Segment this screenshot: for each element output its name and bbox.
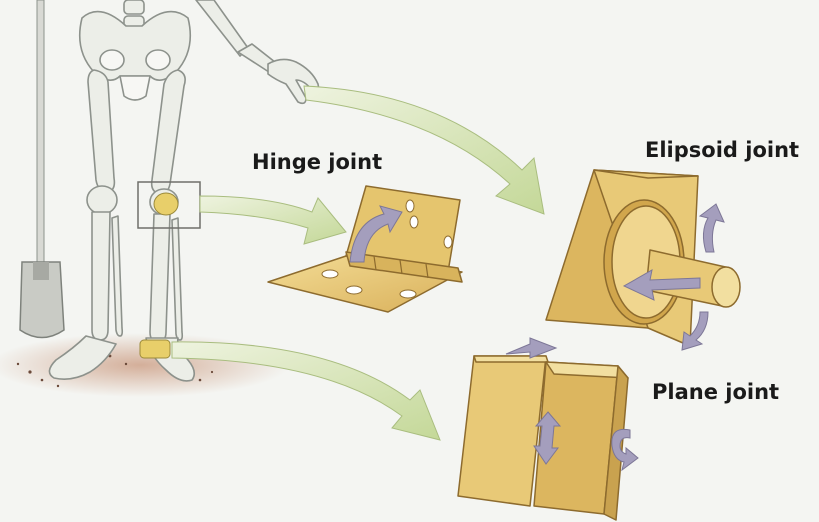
ellipsoid-down-arrow — [681, 311, 709, 351]
ellipsoid-model-icon — [545, 169, 741, 347]
hinge-joint-label: Hinge joint — [252, 150, 383, 174]
ellipsoid-joint-label: Elipsoid joint — [645, 138, 800, 162]
hinge-model-icon — [267, 185, 463, 313]
ellipsoid-up-arrow — [698, 203, 725, 253]
arrow-hand-to-ellipsoid — [303, 85, 545, 215]
plane-top-arrow — [505, 337, 558, 359]
plane-vertical-arrow — [533, 411, 562, 465]
hinge-rotation-arrow — [349, 205, 403, 263]
shovel-icon — [19, 0, 65, 339]
connector-arrows — [171, 85, 545, 441]
plane-rotate-arrow — [611, 428, 639, 472]
arrow-knee-to-hinge — [199, 195, 347, 245]
arrow-ankle-to-plane — [171, 341, 441, 441]
plane-joint-label: Plane joint — [652, 380, 780, 404]
ellipsoid-left-arrow — [622, 269, 701, 301]
plane-model-icon — [457, 355, 629, 521]
skeleton-icon — [48, 0, 320, 382]
ankle-highlight — [139, 339, 171, 359]
ground-dots — [16, 354, 214, 388]
